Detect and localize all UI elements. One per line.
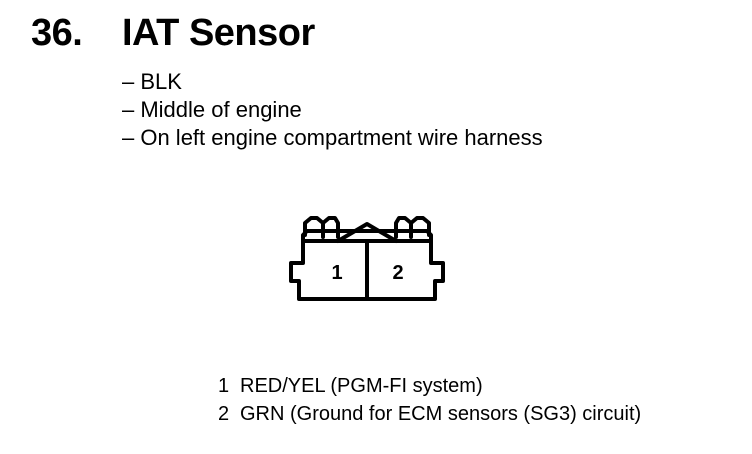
sensor-details-list: – BLK – Middle of engine – On left engin… [122, 68, 543, 152]
detail-location: – Middle of engine [122, 97, 302, 122]
pin-description: RED/YEL (PGM-FI system) [240, 375, 483, 397]
connector-diagram: 1 2 [289, 216, 445, 301]
section-number: 36. [31, 12, 83, 54]
center-key [336, 222, 398, 243]
right-latch [394, 216, 431, 239]
detail-harness: – On left engine compartment wire harnes… [122, 125, 543, 150]
pin-assignment-list: 1 RED/YEL (PGM-FI system) 2 GRN (Ground fo… [218, 372, 641, 428]
left-latch [303, 216, 340, 239]
pin-row: 2 GRN (Ground for ECM sensors (SG3) circu… [218, 400, 641, 428]
pin-row: 1 RED/YEL (PGM-FI system) [218, 372, 641, 400]
pin-number: 1 [218, 375, 230, 397]
terminal-2-label: 2 [392, 262, 403, 284]
page-heading: 36. IAT Sensor [0, 12, 752, 62]
pin-description: GRN (Ground for ECM sensors (SG3) circui… [240, 403, 642, 425]
pin-number: 2 [218, 403, 230, 425]
terminal-1-label: 1 [331, 262, 342, 284]
page-title: IAT Sensor [122, 12, 315, 54]
detail-color: – BLK [122, 69, 182, 94]
connector-body-outline [289, 229, 445, 301]
